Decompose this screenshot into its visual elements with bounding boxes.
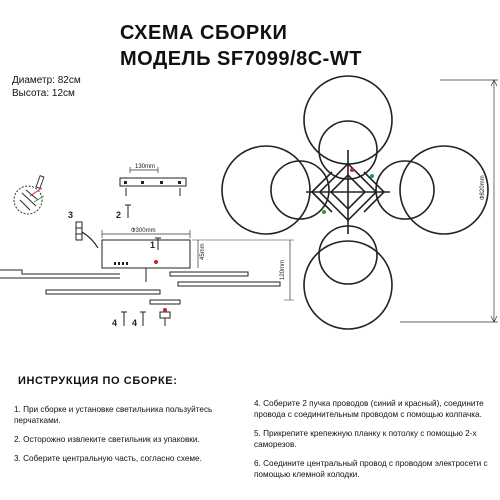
instruction-step: 1. При сборке и установке светильника по… (14, 405, 213, 425)
instruction-step: 6. Соедините центральный провод с провод… (254, 459, 488, 479)
side-dim-label: 45mm (200, 243, 206, 260)
spec-height: Высота: 12см (12, 88, 75, 99)
wiring-detail (13, 175, 45, 215)
diagram-title: СХЕМА СБОРКИ МОДЕЛЬ SF7099/8C-WT (120, 20, 362, 72)
instructions-right-column: 4. Соберите 2 пучка проводов (синий и кр… (254, 398, 494, 488)
base-dim-label: Ф300mm (131, 228, 156, 234)
instruction-step: 4. Соберите 2 пучка проводов (синий и кр… (254, 399, 484, 419)
ring-right-inner (375, 160, 435, 220)
instruction-step: 5. Прикрепите крепежную планку к потолку… (254, 429, 477, 449)
callout-3: 3 (68, 210, 73, 220)
callout-4b: 4 (132, 318, 137, 328)
canopy-indicator-marks (114, 262, 128, 265)
marker-dot-red (350, 168, 354, 172)
mounting-bracket (119, 167, 187, 196)
screw-icon-1 (155, 237, 161, 250)
canopy-red-dot (154, 260, 158, 264)
title-line-2: МОДЕЛЬ SF7099/8C-WT (120, 48, 362, 70)
fixture-side-view (0, 230, 294, 305)
ring-left-outer (221, 145, 311, 235)
screw-icon-2 (125, 204, 131, 218)
callout-2: 2 (116, 210, 121, 220)
callout-4a: 4 (112, 318, 117, 328)
diameter-dimension (400, 79, 498, 323)
ring-bottom-outer (303, 240, 393, 330)
ring-left-inner (270, 160, 330, 220)
callout-1: 1 (150, 240, 155, 250)
instructions-heading: ИНСТРУКЦИЯ ПО СБОРКЕ: (18, 375, 178, 387)
ring-bottom-inner (318, 225, 378, 285)
diameter-label: Ф820mm (480, 175, 486, 200)
height-dim-label: 120mm (280, 260, 286, 280)
assembly-drawing: Ф820mm 130mm 2 3 (0, 75, 498, 330)
screw-icon-4b (140, 311, 146, 326)
bracket-dim-label: 130mm (135, 164, 155, 170)
connector-icon (159, 308, 171, 326)
specs-block: Диаметр: 82см Высота: 12см (12, 74, 81, 100)
title-line-1: СХЕМА СБОРКИ (120, 22, 288, 44)
marker-dot-green-2 (322, 210, 326, 214)
screw-icon-4a (121, 311, 127, 326)
instruction-step: 2. Осторожно извлеките светильник из упа… (14, 435, 200, 444)
instructions-left-column: 1. При сборке и установке светильника по… (14, 404, 239, 472)
terminal-block-icon (75, 221, 99, 249)
spec-diameter: Диаметр: 82см (12, 75, 81, 86)
center-frame (306, 150, 390, 234)
marker-dot-green (370, 174, 374, 178)
fixture-top-view (221, 75, 489, 330)
ring-right-outer (399, 145, 489, 235)
instruction-step: 3. Соберите центральную часть, согласно … (14, 454, 202, 463)
